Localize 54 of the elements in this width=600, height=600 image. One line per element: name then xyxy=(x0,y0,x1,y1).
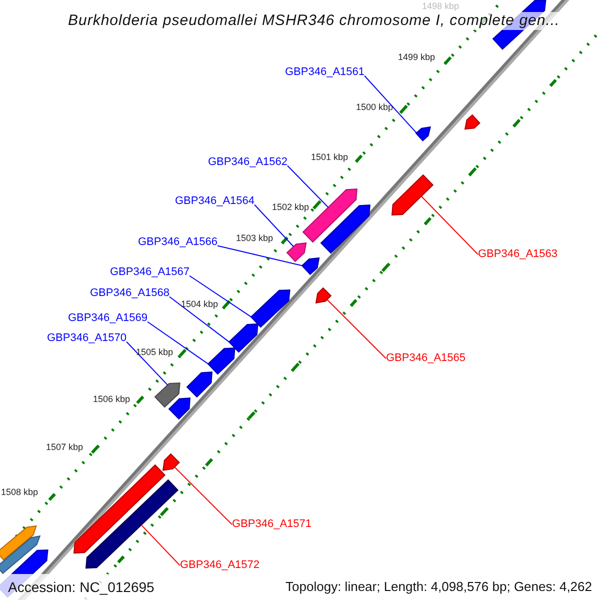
gene-label: GBP346_A1567 xyxy=(110,266,190,279)
gene-label: GBP346_A1570 xyxy=(47,332,127,345)
leader-line xyxy=(126,341,168,386)
gene-feature xyxy=(0,525,37,561)
gene-feature xyxy=(286,242,307,262)
leader-line xyxy=(326,299,386,359)
gene-feature xyxy=(168,397,191,420)
gene-feature xyxy=(154,382,181,408)
gene-label: GBP346_A1566 xyxy=(138,236,218,249)
leader-line xyxy=(140,524,180,566)
gene-feature xyxy=(162,452,180,471)
gene-feature xyxy=(250,289,291,328)
gene-feature xyxy=(228,323,259,354)
gene-label: GBP346_A1569 xyxy=(68,312,148,325)
gene-feature xyxy=(320,204,371,254)
leader-line xyxy=(189,275,252,318)
leader-line xyxy=(420,196,478,255)
gene-feature xyxy=(391,174,434,216)
leader-line xyxy=(147,321,209,364)
gene-label: GBP346_A1568 xyxy=(90,287,170,300)
gene-label: GBP346_A1561 xyxy=(285,66,365,79)
gene-label: GBP346_A1565 xyxy=(386,352,466,365)
scale-label: 1504 kbp xyxy=(181,299,218,310)
gene-feature xyxy=(300,257,320,276)
gene-feature xyxy=(464,114,481,130)
gene-label: GBP346_A1564 xyxy=(175,195,255,208)
scale-label: 1506 kbp xyxy=(93,394,130,405)
scale-label: 1503 kbp xyxy=(236,233,274,244)
gene-feature xyxy=(414,126,431,142)
leader-line xyxy=(287,165,329,208)
gene-label: GBP346_A1571 xyxy=(232,518,312,531)
gene-label: GBP346_A1562 xyxy=(208,156,288,169)
scale-label: 1501 kbp xyxy=(311,152,348,163)
scale-label: 1499 kbp xyxy=(398,52,436,63)
gene-label: GBP346_A1563 xyxy=(478,248,558,261)
leader-line xyxy=(174,466,232,525)
gene-feature xyxy=(207,347,236,376)
leader-line xyxy=(254,204,294,247)
scale-label: 1507 kbp xyxy=(46,442,84,453)
leader-line xyxy=(217,245,302,266)
genome-summary-text: Topology: linear; Length: 4,098,576 bp; Genes: 4,262 xyxy=(286,578,592,596)
gene-feature xyxy=(85,478,179,569)
scale-label: 1508 kbp xyxy=(1,487,38,498)
gene-feature xyxy=(315,287,332,304)
scale-label: 1505 kbp xyxy=(136,347,174,358)
scale-label: 1498 kbp xyxy=(422,1,460,12)
leader-line xyxy=(169,296,230,342)
scale-label: 1502 kbp xyxy=(272,202,310,213)
gene-feature xyxy=(186,371,213,398)
gene-feature xyxy=(73,464,166,554)
leader-line xyxy=(364,75,417,134)
gene-label: GBP346_A1572 xyxy=(180,559,260,572)
accession-text: Accession: NC_012695 xyxy=(8,578,154,597)
scale-label: 1500 kbp xyxy=(356,102,394,113)
